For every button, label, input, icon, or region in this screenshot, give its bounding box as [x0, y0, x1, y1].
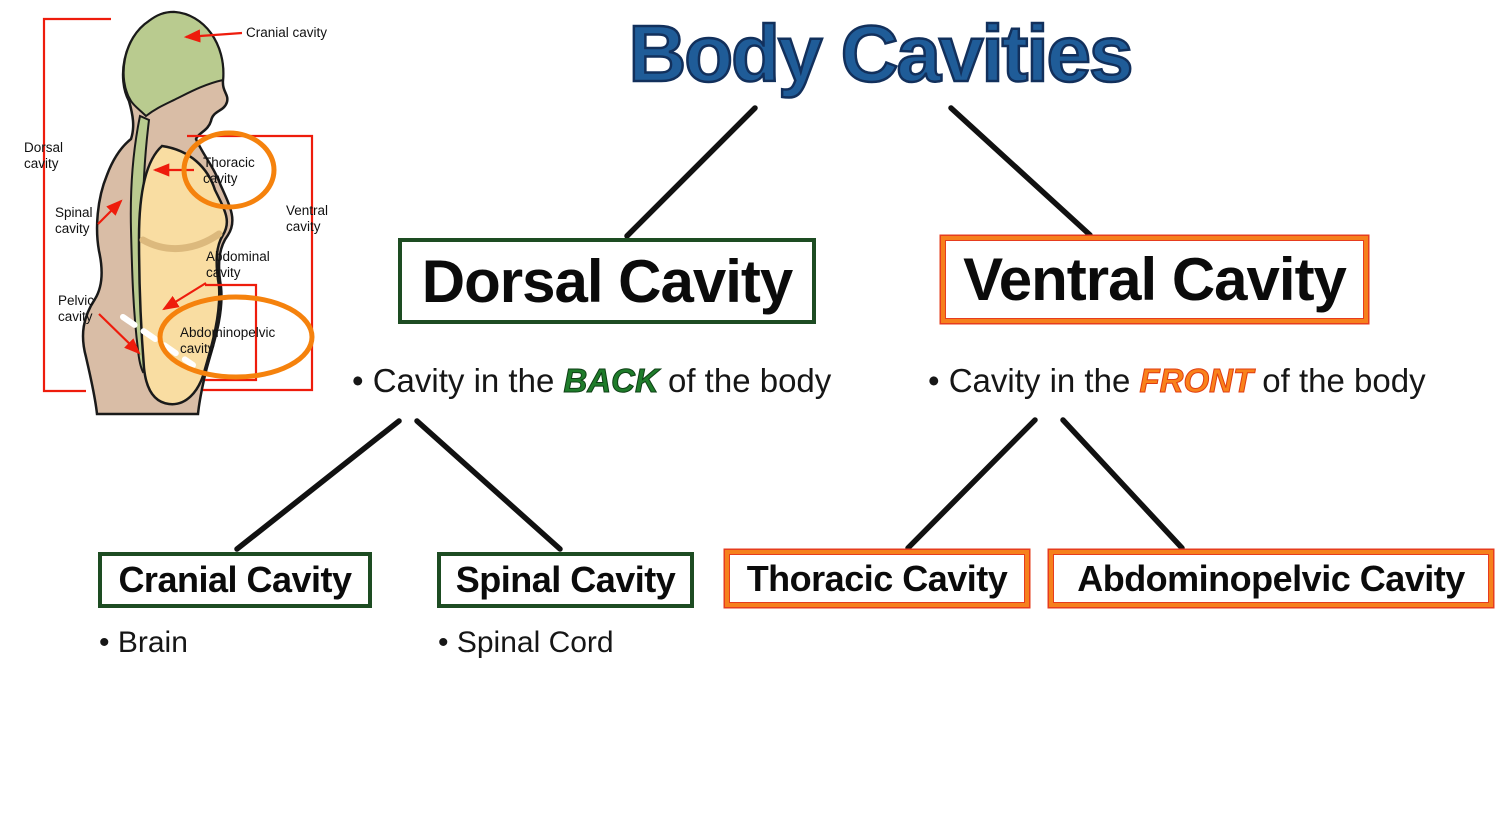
node-ventral-cavity: Ventral Cavity [941, 236, 1368, 323]
node-dorsal-cavity: Dorsal Cavity [398, 238, 816, 324]
ventral-bullet-prefix: • Cavity in the [928, 362, 1140, 399]
abdominal-cavity-label-line2: cavity [206, 265, 241, 280]
ventral-cavity-label-line2: cavity [286, 219, 321, 234]
diaphragm-arc [139, 230, 223, 253]
connector-dorsal-cranial [234, 418, 402, 552]
dorsal-cavity-label-line1: Dorsal [24, 140, 63, 155]
thoracic-highlight-ring [181, 130, 277, 210]
connector-title-ventral [948, 105, 1093, 238]
dorsal-bullet-prefix: • Cavity in the [352, 362, 564, 399]
node-spinal-cavity: Spinal Cavity [437, 552, 694, 608]
pelvic-cavity-label-line2: cavity [58, 309, 93, 324]
abdominopelvic-cavity-label-line1: Abdominopelvic [180, 325, 276, 340]
cranial-arrow [183, 29, 243, 43]
connector-title-dorsal [624, 105, 758, 239]
node-cranial-cavity: Cranial Cavity [98, 552, 372, 608]
connector-ventral-abdominopelvic [1060, 417, 1185, 551]
spinal-cavity-label-line1: Spinal [55, 205, 93, 220]
cranial-bullet: • Brain [99, 626, 188, 659]
ventral-cavity-label-line1: Ventral [286, 203, 328, 218]
spinal-bullet: • Spinal Cord [438, 626, 614, 659]
ventral-bullet-suffix: of the body [1253, 362, 1426, 399]
node-abdominopelvic-cavity: Abdominopelvic Cavity [1049, 550, 1493, 607]
abdominopelvic-highlight-ring [157, 294, 315, 380]
pelvic-arrow [98, 313, 141, 355]
dorsal-cavity-label-line2: cavity [24, 156, 59, 171]
dorsal-bullet-highlight: BACK [563, 362, 659, 400]
dorsal-cavity-bracket [42, 17, 111, 393]
ventral-bullet-highlight: FRONT [1139, 362, 1254, 400]
page-title: Body Cavities [627, 8, 1135, 100]
pelvic-cavity-label-line1: Pelvic [58, 293, 94, 308]
dorsal-bullet: • Cavity in the BACK of the body [352, 362, 831, 400]
thoracic-cavity-label-line2: cavity [203, 171, 238, 186]
cranial-cavity-label: Cranial cavity [246, 25, 327, 40]
node-thoracic-cavity: Thoracic Cavity [725, 550, 1029, 607]
connector-dorsal-spinal [414, 418, 563, 552]
spinal-cavity-label-line2: cavity [55, 221, 90, 236]
abdominal-arrow [162, 282, 207, 311]
anatomy-figure: Cranial cavity Dorsal cavity Spinal cavi… [24, 10, 328, 416]
abdominal-cavity-label-line1: Abdominal [206, 249, 270, 264]
dorsal-bullet-suffix: of the body [658, 362, 832, 399]
thoracic-cavity-label-line1: Thoracic [203, 155, 255, 170]
abdominopelvic-bracket [205, 283, 258, 382]
ventral-bullet: • Cavity in the FRONT of the body [928, 362, 1426, 400]
spinal-arrow [97, 199, 123, 225]
abdominopelvic-cavity-label-line2: cavity [180, 341, 215, 356]
connector-ventral-thoracic [905, 417, 1038, 551]
abdominal-pelvic-divider [120, 314, 196, 368]
